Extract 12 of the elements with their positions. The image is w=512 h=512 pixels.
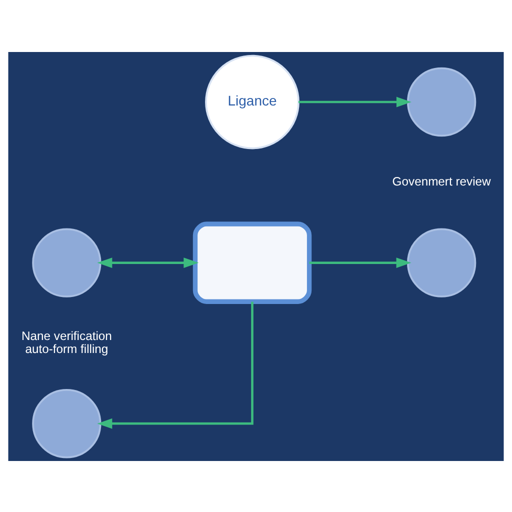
node-box <box>192 221 312 304</box>
node-circle: Ligance <box>205 54 300 149</box>
node-circle <box>32 228 102 297</box>
node-circle <box>32 388 102 458</box>
node-circle <box>406 228 476 297</box>
node-label: Govenmert review <box>392 174 491 188</box>
node-label: Nane verification auto-form filling <box>21 328 112 356</box>
arrow <box>298 96 412 107</box>
arrow <box>97 257 199 268</box>
arrow <box>97 301 254 428</box>
node-circle <box>406 66 476 136</box>
arrow <box>309 257 412 268</box>
